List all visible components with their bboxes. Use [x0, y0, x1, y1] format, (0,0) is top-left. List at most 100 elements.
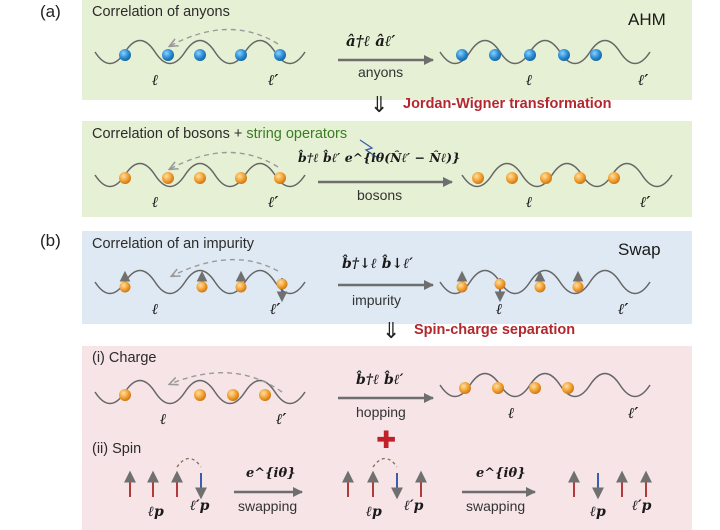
boson-particle — [235, 172, 247, 184]
charge-operator: b̂†ℓ b̂ℓ′ — [356, 372, 404, 388]
a2-title-string: string operators — [246, 126, 348, 142]
lattice-a2-right — [461, 162, 673, 188]
a1-operator: â†ℓ âℓ′ — [346, 32, 396, 50]
a2-site-l-left: ℓ — [152, 193, 159, 211]
lattice-b2-charge-left — [94, 372, 306, 405]
spin-chain-3 — [568, 470, 652, 500]
panel-label-a: (a) — [40, 2, 61, 21]
panel-a1-background — [82, 0, 692, 100]
boson-particle — [274, 172, 286, 184]
b1-site-l-right: ℓ — [496, 300, 503, 318]
lattice-b1-left — [94, 258, 306, 303]
sc-down-arrow: ⇓ — [382, 318, 401, 343]
swap-label-1: swapping — [238, 498, 298, 514]
charge-particle — [459, 382, 471, 394]
spin-up-particle — [534, 270, 546, 293]
swap-operator-2: e^{iθ} — [476, 466, 526, 481]
a2-site-lp-right: ℓ′ — [640, 193, 651, 211]
a1-site-lp-left: ℓ′ — [268, 71, 279, 89]
charge-particle — [562, 382, 574, 394]
spin-up-particle — [119, 270, 131, 293]
b2-site-l-right: ℓ — [508, 404, 515, 422]
b1-arrow-label: impurity — [352, 292, 402, 308]
jw-label: Jordan-Wigner transformation — [403, 96, 612, 112]
jw-down-arrow: ⇓ — [370, 92, 389, 117]
a1-site-lp-right: ℓ′ — [638, 71, 649, 89]
boson-particle — [506, 172, 518, 184]
b2-site-lp-right: ℓ′ — [628, 404, 639, 422]
charge-title: (i) Charge — [92, 350, 157, 366]
boson-particle — [472, 172, 484, 184]
hop-dashed-arrow — [172, 258, 279, 276]
anyon-particle — [274, 49, 286, 61]
anyon-particle — [558, 49, 570, 61]
anyon-particle — [590, 49, 602, 61]
anyon-particle — [119, 49, 131, 61]
string-operator-pointer — [359, 139, 379, 159]
spin-up-particle — [572, 270, 584, 293]
spin-up-particle — [196, 270, 208, 293]
a1-arrow-label: anyons — [358, 64, 404, 80]
boson-particle — [574, 172, 586, 184]
b2-site-l-left: ℓ — [160, 410, 167, 428]
lattice-a1-left — [94, 28, 306, 65]
anyon-particle — [489, 49, 501, 61]
a2-operator: b̂†ℓ b̂ℓ′ e^{iθ(N̂ℓ′ − N̂ℓ)} — [298, 150, 461, 165]
lattice-b2-charge-right — [439, 372, 651, 398]
a1-site-l-right: ℓ — [526, 71, 533, 89]
boson-particle — [540, 172, 552, 184]
hop-dashed-arrow — [170, 372, 283, 393]
hop-dashed-arrow — [170, 151, 279, 169]
a2-site-lp-left: ℓ′ — [268, 193, 279, 211]
anyon-particle — [456, 49, 468, 61]
panel-a2-background — [82, 121, 692, 217]
spin-up-particle — [456, 270, 468, 293]
spin-down-particle — [494, 278, 506, 303]
spin-site-lp-2: ℓp — [366, 504, 382, 520]
swap-label-2: swapping — [466, 498, 526, 514]
charge-particle — [492, 382, 504, 394]
b1-operator: b̂†↓ℓ b̂↓ℓ′ — [342, 256, 413, 272]
a2-title: Correlation of bosons + string operators — [92, 126, 347, 142]
swap-loop — [176, 457, 202, 468]
spin-up-particle — [235, 270, 247, 293]
a2-site-l-right: ℓ — [526, 193, 533, 211]
panel-b2-background — [82, 346, 692, 530]
spin-site-lp-3: ℓp — [590, 504, 606, 520]
hop-dashed-arrow — [170, 28, 279, 46]
sc-label: Spin-charge separation — [414, 322, 576, 338]
boson-particle — [608, 172, 620, 184]
spin-chain-2 — [342, 457, 427, 500]
b1-tag: Swap — [618, 240, 661, 259]
boson-particle — [194, 172, 206, 184]
charge-particle — [119, 389, 131, 401]
anyon-particle — [524, 49, 536, 61]
charge-particle — [529, 382, 541, 394]
b1-title: Correlation of an impurity — [92, 236, 254, 252]
lattice-b1-right — [439, 269, 651, 303]
b1-site-l-left: ℓ — [152, 300, 159, 318]
plus-icon: ✚ — [376, 427, 397, 454]
spin-title: (ii) Spin — [92, 441, 142, 457]
boson-particle — [162, 172, 174, 184]
lattice-a1-right — [439, 39, 651, 65]
spin-site-lpp-3: ℓ′p — [632, 498, 652, 514]
charge-particle — [194, 389, 206, 401]
panel-b1-background — [82, 231, 692, 324]
boson-particle — [119, 172, 131, 184]
spin-site-lp-1: ℓp — [148, 504, 164, 520]
b1-site-lp-left: ℓ′ — [270, 300, 281, 318]
spin-chain-1 — [124, 457, 207, 500]
spin-site-lpp-2: ℓ′p — [404, 498, 424, 514]
a1-tag: AHM — [628, 10, 666, 29]
b2-site-lp-left: ℓ′ — [276, 410, 287, 428]
anyon-particle — [194, 49, 206, 61]
charge-particle — [227, 389, 239, 401]
a2-arrow-label: bosons — [357, 187, 403, 203]
spin-down-particle — [276, 278, 288, 303]
anyon-particle — [162, 49, 174, 61]
swap-loop — [372, 457, 398, 468]
a1-site-l-left: ℓ — [152, 71, 159, 89]
charge-arrow-label: hopping — [356, 404, 406, 420]
